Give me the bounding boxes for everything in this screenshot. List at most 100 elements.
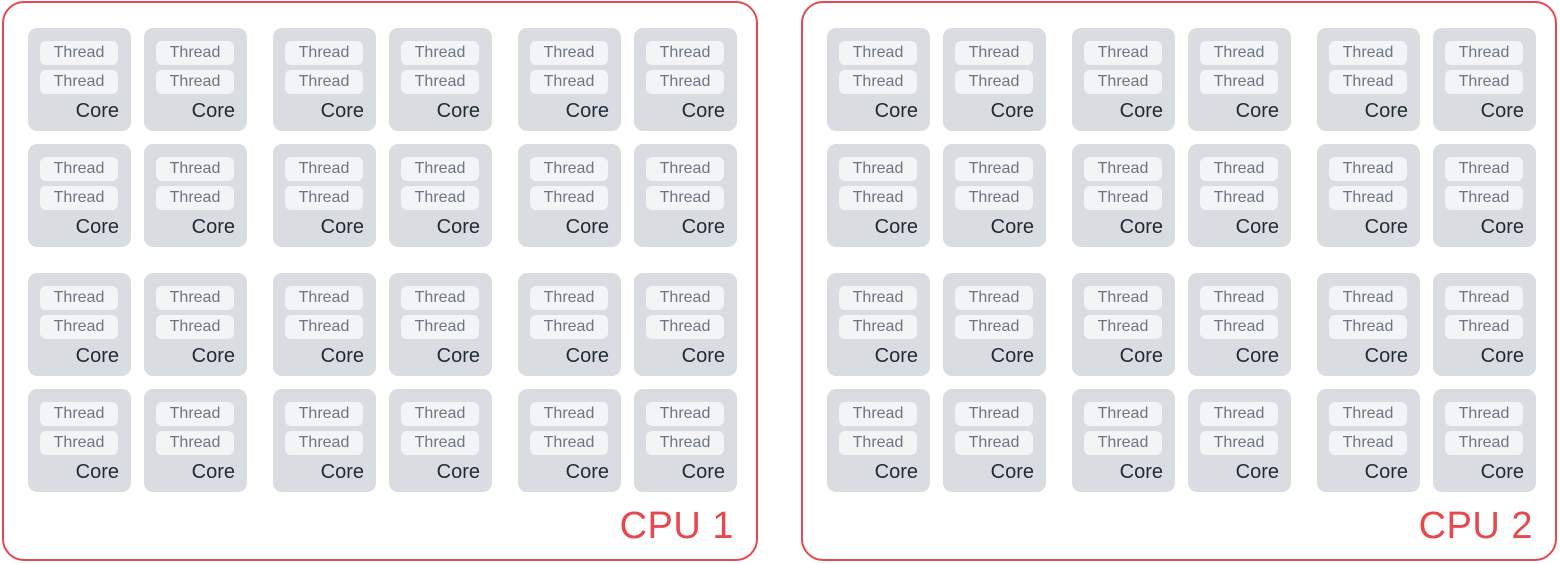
thread: Thread	[1084, 157, 1162, 181]
thread: Thread	[285, 286, 363, 310]
thread: Thread	[285, 402, 363, 426]
thread: Thread	[839, 315, 917, 339]
thread: Thread	[1084, 70, 1162, 94]
thread: Thread	[1329, 41, 1407, 65]
core-label: Core	[874, 216, 918, 238]
core-label: Core	[681, 100, 725, 122]
core-label: Core	[1364, 345, 1408, 367]
thread: Thread	[1445, 315, 1523, 339]
thread: Thread	[646, 286, 724, 310]
thread: Thread	[530, 186, 608, 210]
thread: Thread	[1084, 315, 1162, 339]
thread: Thread	[40, 431, 118, 455]
thread: Thread	[839, 431, 917, 455]
thread: Thread	[1329, 70, 1407, 94]
thread: Thread	[285, 431, 363, 455]
thread: Thread	[1084, 186, 1162, 210]
core-label: Core	[681, 345, 725, 367]
thread: Thread	[1445, 157, 1523, 181]
core-label: Core	[1480, 461, 1524, 483]
thread: Thread	[955, 41, 1033, 65]
core-label: Core	[320, 461, 364, 483]
thread: Thread	[1329, 315, 1407, 339]
core-label: Core	[191, 461, 235, 483]
thread: Thread	[1445, 431, 1523, 455]
thread: Thread	[40, 70, 118, 94]
thread: Thread	[530, 157, 608, 181]
thread: Thread	[955, 431, 1033, 455]
cpu-label: CPU 2	[1418, 505, 1533, 547]
core-label: Core	[75, 345, 119, 367]
thread: Thread	[1200, 402, 1278, 426]
thread: Thread	[646, 402, 724, 426]
core-label: Core	[1480, 345, 1524, 367]
thread: Thread	[285, 315, 363, 339]
thread: Thread	[1445, 70, 1523, 94]
thread: Thread	[530, 431, 608, 455]
thread: Thread	[401, 402, 479, 426]
thread: Thread	[1329, 431, 1407, 455]
core-label: Core	[990, 216, 1034, 238]
thread: Thread	[1329, 157, 1407, 181]
thread: Thread	[646, 41, 724, 65]
thread: Thread	[1200, 41, 1278, 65]
thread: Thread	[40, 157, 118, 181]
thread: Thread	[285, 70, 363, 94]
core-label: Core	[565, 100, 609, 122]
thread: Thread	[530, 70, 608, 94]
thread: Thread	[530, 402, 608, 426]
cpu-label: CPU 1	[619, 505, 734, 547]
thread: Thread	[1445, 286, 1523, 310]
thread: Thread	[646, 431, 724, 455]
thread: Thread	[1445, 402, 1523, 426]
thread: Thread	[1445, 186, 1523, 210]
thread: Thread	[40, 286, 118, 310]
thread: Thread	[1329, 286, 1407, 310]
thread: Thread	[1200, 431, 1278, 455]
thread: Thread	[646, 157, 724, 181]
core-label: Core	[1119, 100, 1163, 122]
thread: Thread	[285, 41, 363, 65]
core-label: Core	[1364, 100, 1408, 122]
thread: Thread	[839, 41, 917, 65]
thread: Thread	[156, 186, 234, 210]
thread: Thread	[401, 41, 479, 65]
thread: Thread	[40, 315, 118, 339]
core-label: Core	[565, 461, 609, 483]
core-label: Core	[320, 100, 364, 122]
thread: Thread	[955, 157, 1033, 181]
thread: Thread	[839, 157, 917, 181]
thread: Thread	[40, 402, 118, 426]
core-label: Core	[1119, 216, 1163, 238]
thread: Thread	[401, 431, 479, 455]
thread: Thread	[156, 157, 234, 181]
thread: Thread	[530, 286, 608, 310]
core-label: Core	[990, 345, 1034, 367]
thread: Thread	[530, 41, 608, 65]
